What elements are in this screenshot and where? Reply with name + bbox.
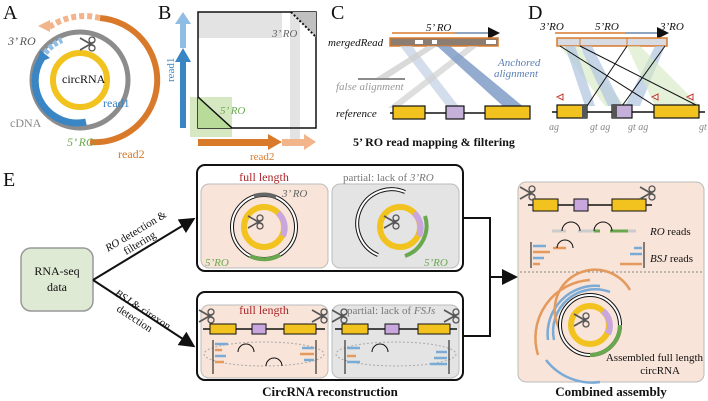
assembled-reads-arcs: [534, 268, 632, 384]
bsj-reads: [212, 340, 450, 374]
ro5-label: 5’ RO: [67, 135, 95, 149]
rnaseq-label-1: RNA-seq: [34, 264, 79, 278]
full-length-panel: [200, 183, 329, 269]
panel-e: E RNA-seq data RO detection & filtering …: [3, 164, 705, 399]
ro5-label: 5’ RO: [426, 22, 451, 34]
partial-label: partial: lack of FSJs: [347, 305, 435, 317]
read2-arrow-icon: [268, 134, 282, 150]
splice-site-label: gt ag: [590, 122, 610, 133]
bsj-reads: [530, 239, 645, 268]
assembled-label-1: Assembled full length: [606, 352, 704, 364]
full-length-label: full length: [239, 170, 289, 184]
scissors-icon: [79, 36, 96, 52]
combined-caption: Combined assembly: [555, 384, 667, 399]
anchored-alignment-band: [437, 46, 525, 108]
ro3-label: 3’ RO: [281, 188, 307, 200]
reconstruction-caption: CircRNA reconstruction: [262, 384, 398, 399]
ro3-label: 3’ RO: [271, 28, 297, 40]
read1-label: read1: [165, 58, 177, 82]
splice-site-marker-icon: [555, 93, 694, 101]
read1-arrowhead-icon: [38, 50, 50, 63]
arrow-bsj-detection: [92, 279, 196, 348]
ro5-right-label: 5’RO: [424, 257, 448, 269]
exon-2: [445, 105, 465, 120]
exon-3: [484, 105, 531, 120]
partial-panel: [331, 183, 460, 269]
splice-site-label: ag: [549, 122, 559, 133]
ro5-label: 5’RO: [595, 21, 619, 33]
false-alignment-label: false alignment: [336, 81, 404, 93]
merged-read-bar: [389, 37, 499, 47]
panel-c: C 5’ RO mergedRead false alignment Ancho…: [328, 2, 541, 149]
bsj-reads-label: BSJ reads: [650, 253, 693, 265]
ro3-diagonal: [290, 11, 317, 38]
panel-a: A circRNA 3’ RO read1 cDNA 5’ RO read2: [3, 2, 161, 161]
ro-reads-label: RO reads: [649, 226, 691, 238]
panel-b-label: B: [158, 2, 171, 24]
circrna-label: circRNA: [62, 72, 106, 86]
splice-site-label: gt ag: [628, 122, 648, 133]
ro3-band-vertical: [290, 12, 300, 140]
splice-site-label: gt: [699, 122, 707, 133]
anchored-alignment-label-2: alignment: [494, 68, 539, 80]
partial-label: partial: lack of 3’RO: [343, 172, 434, 184]
panel-c-label: C: [331, 2, 344, 24]
gene-model: [203, 323, 457, 335]
panel-d: D 3’RO 5’RO 3’RO ag gt ag gt ag gt: [528, 2, 707, 133]
reference-label: reference: [336, 108, 377, 120]
ro3-right-label: 3’RO: [659, 21, 684, 33]
merged-read-label: mergedRead: [328, 37, 384, 49]
merged-read-bar: [556, 37, 668, 47]
exon-3: [653, 104, 700, 119]
read2-label: read2: [250, 151, 274, 163]
read2-arc: [89, 15, 161, 146]
ro5-label: 5’ RO: [220, 105, 245, 117]
full-length-label: full length: [239, 303, 289, 317]
panel-c-caption: 5’ RO read mapping & filtering: [353, 135, 515, 149]
exon-1: [392, 105, 426, 120]
ro5-label: 5’RO: [205, 257, 229, 269]
read2-arrowhead-icon: [38, 20, 50, 32]
read2-label: read2: [118, 147, 145, 161]
read1-arrow-icon: [175, 48, 191, 62]
assembled-label-2: circRNA: [640, 365, 680, 377]
ro3-band-horizontal: [198, 12, 282, 38]
read1-arc: [31, 56, 87, 127]
panel-e-label: E: [3, 169, 15, 191]
arrow-ro-detection: [92, 217, 196, 281]
ro3-left-label: 3’RO: [539, 21, 564, 33]
ro-reads: [552, 221, 636, 233]
alignment-matrix: [197, 11, 317, 129]
read2-extension-arc: [46, 13, 101, 31]
circrna-ring: [50, 50, 110, 110]
anchored-alignment-label-1: Anchored: [497, 57, 541, 69]
panel-a-label: A: [3, 2, 18, 24]
rnaseq-label-2: data: [47, 280, 68, 294]
ro3-label: 3’ RO: [7, 34, 36, 48]
read1-label: read1: [103, 96, 130, 110]
panel-d-label: D: [528, 2, 542, 24]
cdna-label: cDNA: [10, 116, 42, 130]
panel-b: B read1 read2 3’ RO 5’ RO: [158, 2, 317, 163]
